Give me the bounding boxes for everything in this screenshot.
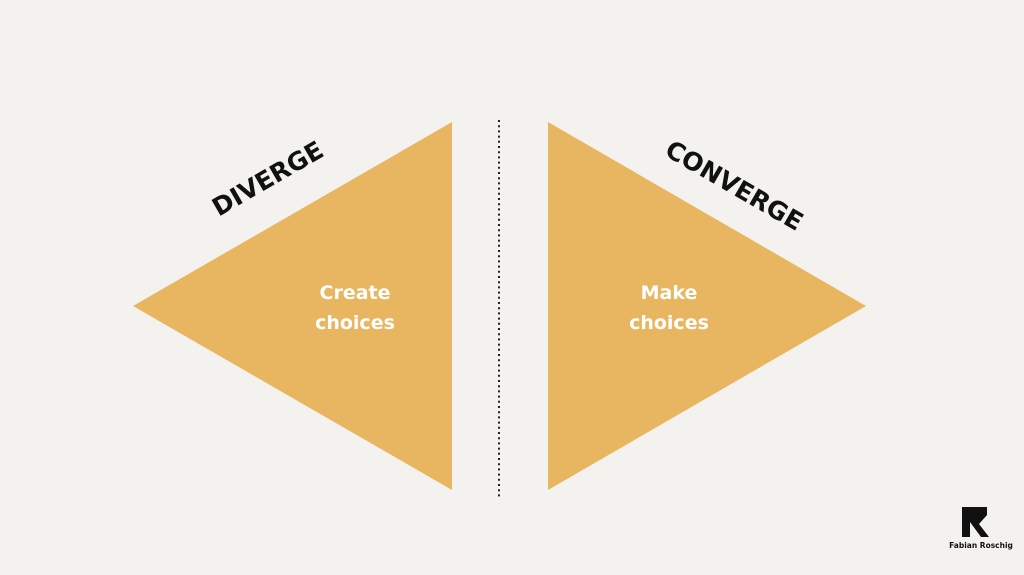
converge-label-line2: choices [629, 312, 709, 334]
diverge-label-line1: Create [320, 282, 391, 304]
diverge-label-line2: choices [315, 312, 395, 334]
r-logo-icon [962, 507, 989, 537]
converge-triangle [548, 122, 866, 490]
diverge-triangle [133, 122, 452, 490]
brand-name: Fabian Roschig [949, 541, 1013, 550]
converge-label-line1: Make [641, 282, 698, 304]
